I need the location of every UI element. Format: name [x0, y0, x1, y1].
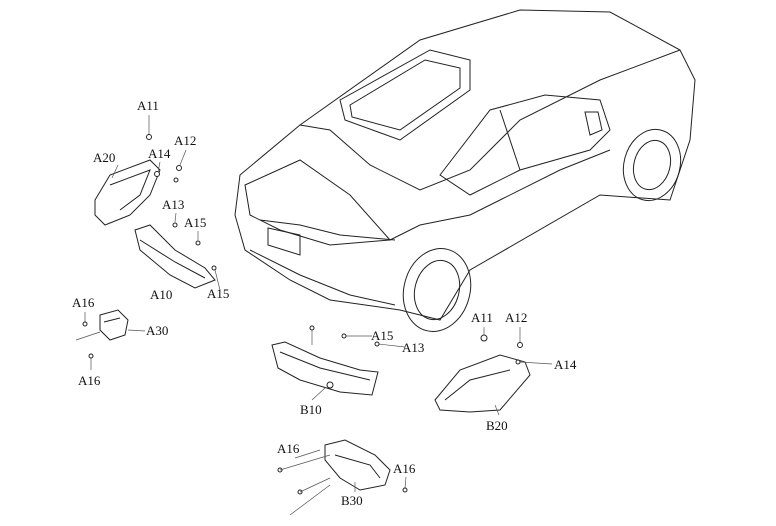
label-a16-bottom-right: A16 — [393, 461, 416, 476]
label-a10: A10 — [150, 287, 173, 302]
label-a14-left: A14 — [148, 146, 171, 161]
label-a16-left-bottom: A16 — [78, 373, 101, 388]
label-a30: A30 — [146, 323, 169, 338]
vehicle-drawing — [234, 9, 696, 332]
label-a15-center: A15 — [371, 328, 394, 343]
label-a12-right: A12 — [505, 310, 528, 325]
label-a15-left-bottom: A15 — [207, 286, 230, 301]
leader-lines — [75, 115, 553, 516]
part-a10-drawing — [134, 224, 216, 289]
part-a20-drawing — [94, 159, 161, 226]
label-a12-left: A12 — [174, 133, 197, 148]
label-b30: B30 — [341, 493, 363, 508]
part-b30-drawing — [324, 439, 391, 491]
label-a15-left-top: A15 — [184, 215, 207, 230]
label-a14-right: A14 — [554, 357, 577, 372]
label-a16-bottom-left: A16 — [277, 441, 300, 456]
label-a20: A20 — [93, 150, 116, 165]
label-b20: B20 — [486, 418, 508, 433]
label-a13-left: A13 — [162, 197, 185, 212]
part-a30-drawing — [99, 309, 129, 341]
label-a11-left: A11 — [137, 98, 159, 113]
label-a16-left-top: A16 — [72, 295, 95, 310]
part-b20-drawing — [434, 354, 531, 413]
part-b10-drawing — [271, 341, 379, 396]
label-b10: B10 — [300, 402, 322, 417]
label-a13-center: A13 — [402, 340, 425, 355]
label-a11-right: A11 — [471, 310, 493, 325]
